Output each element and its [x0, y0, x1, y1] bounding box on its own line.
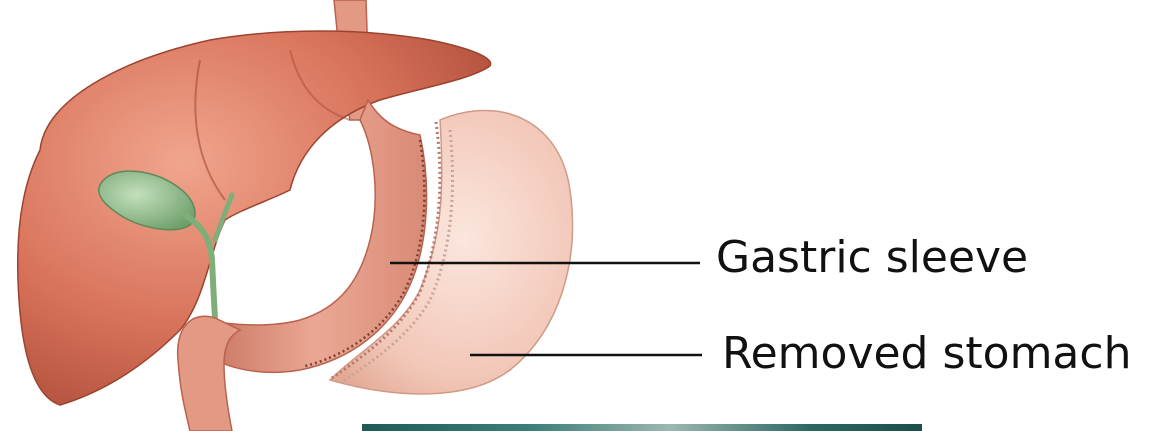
gastric-sleeve-label: Gastric sleeve	[716, 236, 1028, 280]
cropped-image-strip	[362, 424, 922, 431]
duodenum	[178, 316, 240, 431]
removed-stomach-label: Removed stomach	[722, 332, 1131, 376]
